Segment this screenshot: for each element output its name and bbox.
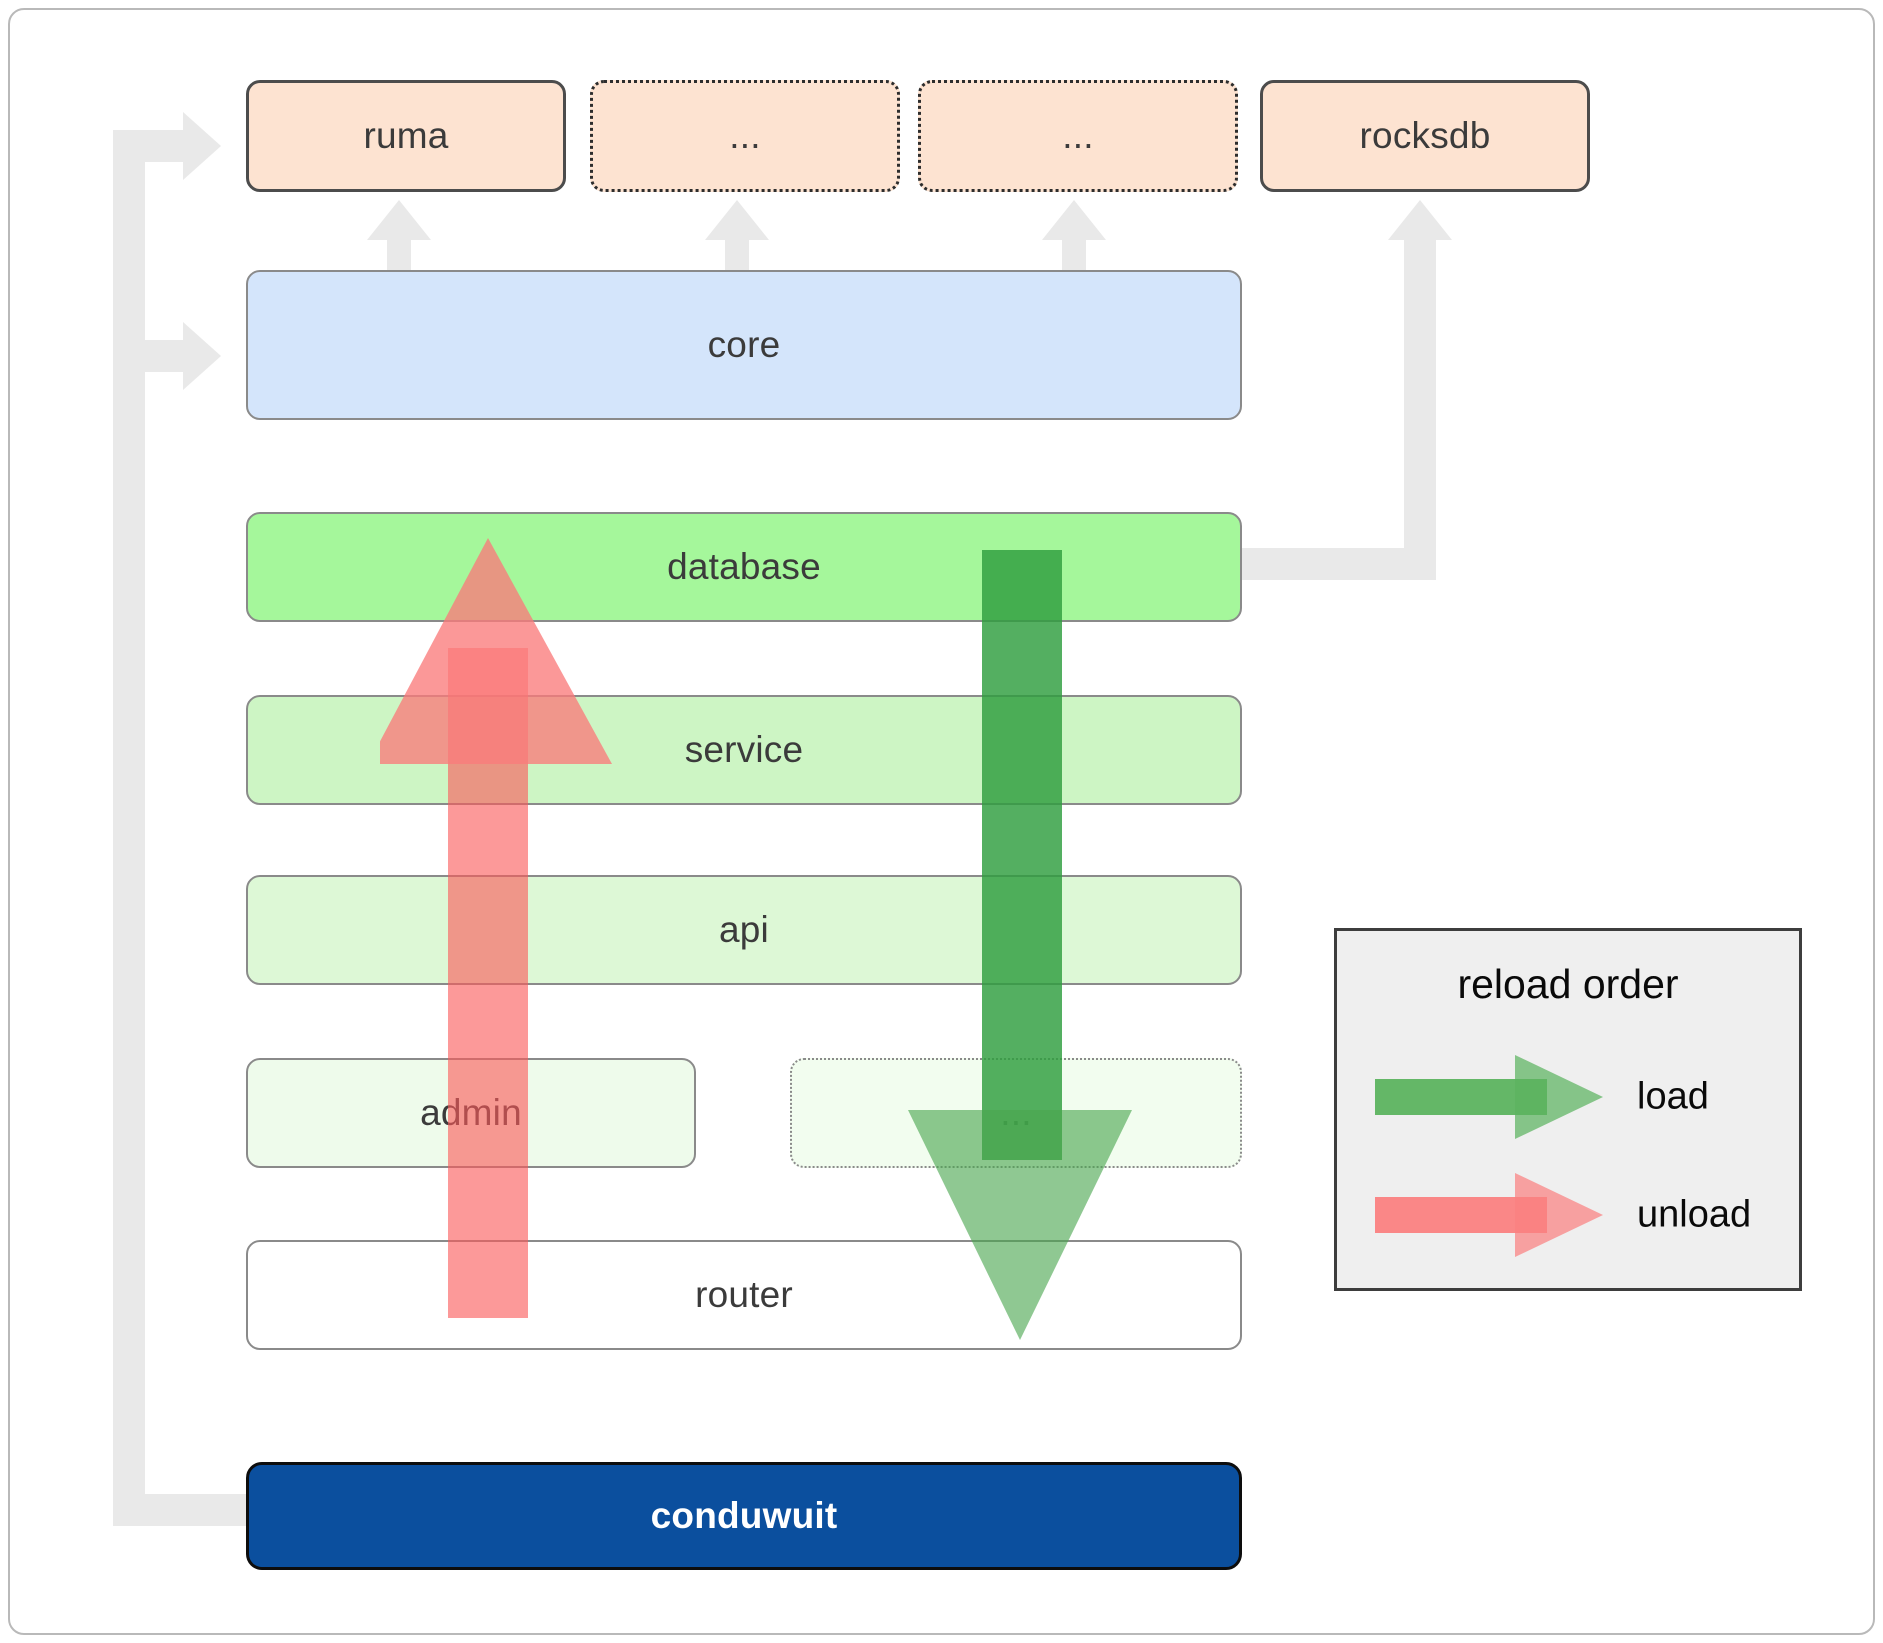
binary-conduwuit-label: conduwuit: [650, 1495, 838, 1536]
legend-unload-arrow-icon: [1375, 1173, 1603, 1257]
layer-database-label: database: [667, 546, 821, 587]
connector-branch-to-core: [113, 340, 185, 372]
layer-service[interactable]: service: [246, 695, 1242, 805]
layer-admin[interactable]: admin: [246, 1058, 696, 1168]
arrowhead-to-ruma: [183, 112, 221, 180]
layer-router[interactable]: router: [246, 1240, 1242, 1350]
connector-branch-to-ruma: [113, 130, 185, 162]
layer-service-label: service: [684, 729, 804, 770]
arrowhead-core-to-ruma: [367, 200, 431, 240]
legend-row-load: load: [1337, 1049, 1799, 1145]
layer-admin-label: admin: [420, 1092, 522, 1133]
layer-api-label: api: [719, 909, 769, 950]
legend-load-arrow-icon: [1375, 1055, 1603, 1139]
connector-database-to-rocksdb-vertical: [1404, 240, 1436, 580]
arrowhead-core-to-dots2: [1042, 200, 1106, 240]
legend-row-unload: unload: [1337, 1167, 1799, 1263]
legend-load-label: load: [1637, 1075, 1709, 1118]
arrowhead-database-to-rocksdb: [1388, 200, 1452, 240]
crate-ellipsis-2-label: ...: [1062, 115, 1094, 156]
layer-api[interactable]: api: [246, 875, 1242, 985]
arrowhead-to-core: [183, 322, 221, 390]
crate-ellipsis-2[interactable]: ...: [918, 80, 1238, 192]
layer-ellipsis[interactable]: ...: [790, 1058, 1242, 1168]
crate-ruma-label: ruma: [363, 115, 449, 156]
connector-left-to-binary: [113, 1494, 248, 1526]
binary-conduwuit[interactable]: conduwuit: [246, 1462, 1242, 1570]
legend-unload-label: unload: [1637, 1193, 1752, 1236]
crate-rocksdb-label: rocksdb: [1359, 115, 1491, 156]
connector-database-to-rocksdb-horizontal: [1232, 548, 1412, 580]
crate-ellipsis-1[interactable]: ...: [590, 80, 900, 192]
layer-core[interactable]: core: [246, 270, 1242, 420]
diagram-frame: [8, 8, 1875, 1635]
layer-router-label: router: [695, 1274, 793, 1315]
layer-database[interactable]: database: [246, 512, 1242, 622]
legend-panel: reload order load unload: [1334, 928, 1802, 1291]
layer-core-label: core: [707, 324, 781, 365]
legend-title: reload order: [1457, 961, 1679, 1007]
crate-ellipsis-1-label: ...: [729, 115, 761, 156]
arrowhead-core-to-dots1: [705, 200, 769, 240]
crate-rocksdb[interactable]: rocksdb: [1260, 80, 1590, 192]
layer-ellipsis-label: ...: [1000, 1092, 1032, 1133]
crate-ruma[interactable]: ruma: [246, 80, 566, 192]
